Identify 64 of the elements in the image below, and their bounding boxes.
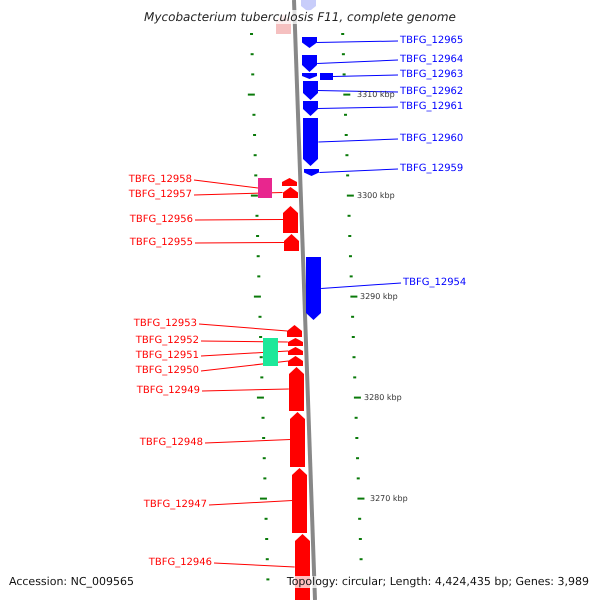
leader-line	[318, 138, 398, 142]
gene-label: TBFG_12964	[400, 54, 464, 66]
gene-feature-block	[320, 73, 333, 80]
leader-line	[214, 562, 296, 568]
scale-label: 3280 kbp	[364, 393, 402, 403]
leader-line	[332, 74, 398, 77]
leader-line	[194, 192, 284, 196]
leader-line	[194, 180, 258, 188]
gene-label: TBFG_12951	[136, 350, 199, 362]
gene-feature	[302, 37, 317, 48]
leader-line	[194, 242, 285, 244]
gene-label: TBFG_12950	[136, 365, 199, 377]
leader-line	[320, 282, 402, 289]
accession-text: Accession: NC_009565	[9, 576, 134, 588]
leader-line	[316, 60, 398, 64]
leader-line	[316, 40, 398, 43]
gene-feature	[282, 178, 298, 186]
scale-label: 3270 kbp	[370, 494, 408, 504]
gene-feature	[302, 81, 318, 100]
scale-label: 3290 kbp	[360, 292, 398, 302]
gene-label: TBFG_12959	[400, 163, 464, 175]
gene-feature	[303, 101, 318, 116]
leader-line	[208, 500, 293, 506]
gene-feature	[283, 206, 298, 233]
gene-feature	[288, 347, 304, 355]
gene-label: TBFG_12952	[136, 335, 199, 347]
gene-label: TBFG_12957	[128, 189, 192, 201]
gene-feature	[306, 257, 322, 320]
gene-label: TBFG_12963	[400, 69, 464, 81]
gene-label: TBFG_12962	[400, 86, 464, 98]
gene-feature	[303, 118, 318, 166]
leader-line	[317, 90, 398, 92]
leader-line	[198, 324, 288, 332]
gene-label: TBFG_12960	[400, 133, 464, 145]
gene-label: TBFG_12949	[136, 385, 200, 397]
gene-label: TBFG_12954	[403, 277, 466, 289]
gene-feature-block	[258, 178, 272, 198]
leader-line	[204, 439, 291, 444]
gene-label: TBFG_12958	[128, 174, 192, 186]
gene-label: TBFG_12961	[400, 101, 464, 113]
gene-feature-block	[263, 338, 278, 366]
gene-feature	[282, 187, 298, 198]
gene-label: TBFG_12953	[134, 318, 197, 330]
gene-feature	[292, 468, 308, 533]
gene-label: TBFG_12955	[130, 237, 193, 249]
gene-label: TBFG_12946	[148, 557, 212, 569]
gene-feature	[304, 169, 320, 176]
gene-label: TBFG_12947	[144, 499, 207, 511]
gene-label: TBFG_12956	[130, 214, 193, 226]
gene-label: TBFG_12948	[140, 437, 203, 449]
leader-line	[318, 106, 398, 109]
diagram-title: Mycobacterium tuberculosis F11, complete genome	[144, 10, 456, 24]
genome-info-text: Topology: circular; Length: 4,424,435 bp; Genes: 3,989	[286, 576, 589, 588]
gene-feature	[284, 234, 300, 251]
scale-label: 3300 kbp	[357, 191, 395, 201]
gene-label: TBFG_12965	[400, 35, 464, 47]
leader-line	[194, 219, 284, 220]
gene-feature	[288, 338, 303, 346]
leader-line	[318, 168, 398, 173]
gene-feature	[287, 325, 302, 337]
gene-feature	[290, 412, 306, 467]
leader-line	[202, 388, 290, 392]
gene-feature	[301, 0, 316, 12]
scale-label: 3310 kbp	[357, 90, 395, 100]
